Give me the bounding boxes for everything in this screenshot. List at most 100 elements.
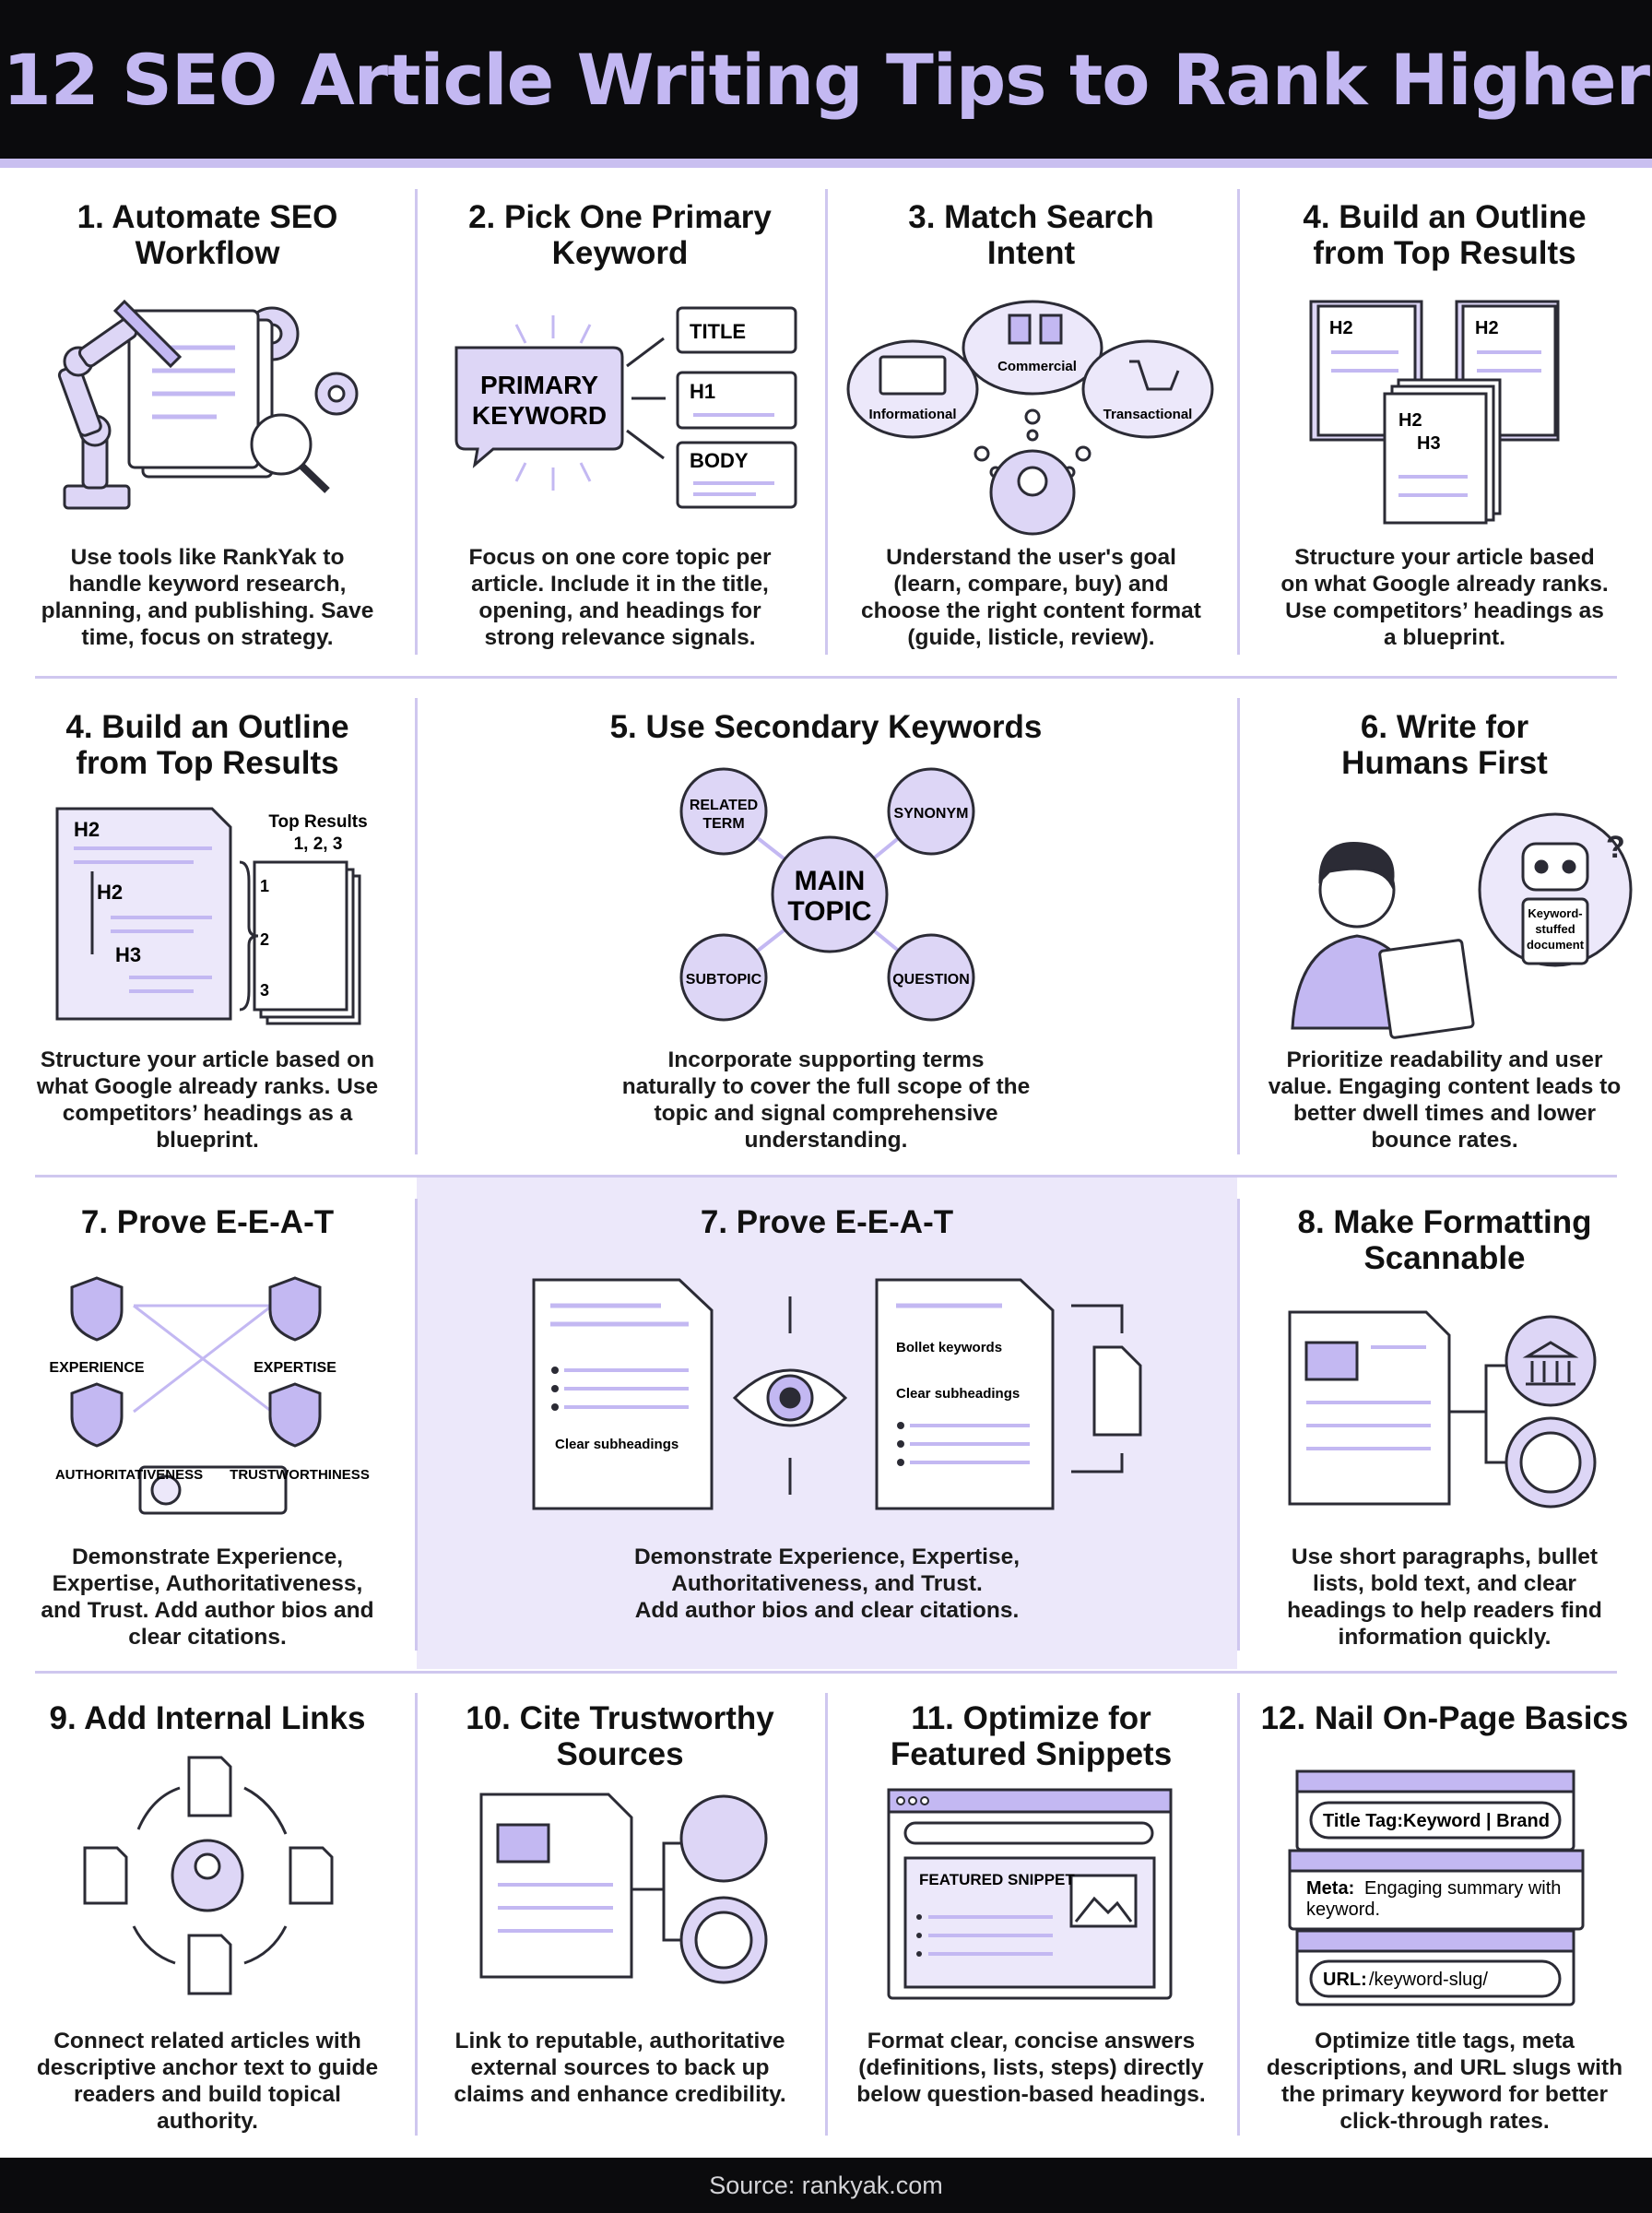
tip-card-11: 11. Optimize for Featured Snippets FEATU… [825, 1673, 1237, 2158]
top-results-numbers: 1, 2, 3 [294, 834, 343, 854]
row-divider [35, 1671, 1617, 1674]
search-intent-thought-bubbles: Informational Commercial Transactional [846, 300, 1214, 536]
tip-card-4b: 4. Build an Outline from Top Results H2 … [0, 678, 415, 1175]
primary-label: PRIMARY [480, 371, 598, 399]
tip-card-12: 12. Nail On-Page Basics Title Tag: Keywo… [1237, 1673, 1652, 2158]
robot-doc-label: Keyword- [1528, 906, 1582, 920]
rank-number: 2 [260, 930, 269, 949]
tip-title: 5. Use Secondary Keywords [609, 709, 1043, 745]
expertise-label: EXPERTISE [254, 1360, 336, 1376]
keyword-label: KEYWORD [472, 401, 607, 430]
commercial-label: Commercial [997, 359, 1077, 374]
tip-title: 4. Build an Outline from Top Results [65, 709, 349, 781]
h3-label: H3 [1417, 433, 1441, 454]
tip-title: 12. Nail On-Page Basics [1260, 1700, 1629, 1736]
formatting-document-sources-icon [1288, 1310, 1597, 1509]
bullet-keywords-label: Bollet keywords [896, 1340, 1002, 1355]
url-key: URL: [1323, 1970, 1367, 1990]
tip-card-8: 8. Make Formatting Scannable Use short p… [1237, 1177, 1652, 1671]
authoritativeness-label: AUTHORITATIVENESS [55, 1467, 203, 1483]
tip-card-5: 5. Use Secondary Keywords MAIN TOPIC REL… [415, 678, 1237, 1175]
rank-number: 3 [260, 981, 269, 1000]
robot-doc-label: document [1527, 938, 1585, 952]
eeat-shields-diagram: EXPERIENCE EXPERTISE AUTHORITATIVENESS T… [49, 1276, 370, 1515]
h1-box-label: H1 [690, 380, 715, 403]
h3-label: H3 [115, 943, 141, 966]
tip-card-2: 2. Pick One Primary Keyword PRIMARY KEYW… [415, 168, 825, 676]
tip-card-6: 6. Write for Humans First ? Keyword- stu… [1237, 678, 1652, 1175]
outline-top-results-icon: H2 H2 H3 Top Results 1, 2, 3 1 2 3 [55, 807, 368, 1025]
tip-description: Structure your article based on what Goo… [36, 1047, 379, 1153]
column-divider [415, 189, 418, 655]
header-underline [0, 159, 1652, 168]
header-bar: 12 SEO Article Writing Tips to Rank High… [0, 0, 1652, 159]
body-box-label: BODY [690, 449, 749, 472]
h2-label: H2 [1398, 410, 1422, 431]
robot-arm-document-gears-icon [57, 299, 359, 510]
tip-card-9: 9. Add Internal Links Connect related ar… [0, 1673, 415, 2158]
title-tag-key: Title Tag: [1323, 1811, 1403, 1831]
experience-label: EXPERIENCE [49, 1360, 144, 1376]
top-results-label: Top Results [268, 812, 367, 832]
row-divider [35, 676, 1617, 679]
tip-title: 6. Write for Humans First [1341, 709, 1548, 781]
meta-value: keyword. [1306, 1899, 1380, 1920]
on-page-basics-windows-icon: Title Tag: Keyword | Brand Meta: Engagin… [1288, 1769, 1585, 2006]
tip-title: 7. Prove E-E-A-T [80, 1204, 335, 1240]
rank-number: 1 [260, 877, 269, 895]
h2-label: H2 [1475, 318, 1499, 338]
column-divider [825, 189, 828, 655]
tip-title: 7. Prove E-E-A-T [700, 1204, 954, 1240]
title-box-label: TITLE [690, 320, 746, 343]
tip-description: Connect related articles with descriptiv… [36, 2029, 379, 2134]
tip-card-1: 1. Automate SEO Workflow Use tools like … [0, 168, 415, 676]
related-term-label: TERM [702, 816, 744, 832]
featured-snippet-browser-icon: FEATURED SNIPPET [887, 1788, 1173, 2000]
tip-card-7b: 7. Prove E-E-A-T Clear subheadings B [417, 1177, 1237, 1671]
tip-title: 2. Pick One Primary Keyword [468, 199, 772, 271]
column-divider [1237, 1199, 1240, 1651]
clear-subheadings-label: Clear subheadings [896, 1386, 1020, 1402]
tip-card-4: 4. Build an Outline from Top Results H2 … [1237, 168, 1652, 676]
tip-title: 8. Make Formatting Scannable [1297, 1204, 1592, 1276]
tip-title: 10. Cite Trustworthy Sources [466, 1700, 774, 1772]
page-title: 12 SEO Article Writing Tips to Rank High… [2, 38, 1650, 121]
tip-card-3: 3. Match Search Intent Informational Com… [825, 168, 1237, 676]
source-credit: Source: rankyak.com [709, 2171, 943, 2199]
tip-card-10: 10. Cite Trustworthy Sources Link to rep… [415, 1673, 825, 2158]
footer-bar: Source: rankyak.com [0, 2158, 1652, 2213]
tip-description: Structure your article based on what Goo… [1280, 545, 1609, 650]
tip-title: 1. Automate SEO Workflow [77, 199, 338, 271]
outline-documents-icon: H2 H2 H2 H3 [1309, 300, 1560, 525]
tip-description: Prioritize readability and user value. E… [1268, 1047, 1622, 1153]
tip-card-7: 7. Prove E-E-A-T EXPERIENCE EXPERTISE AU… [0, 1177, 415, 1671]
tip-title: 4. Build an Outline from Top Results [1303, 199, 1587, 271]
column-divider [415, 1199, 418, 1651]
trustworthiness-label: TRUSTWORTHINESS [230, 1467, 370, 1483]
tip-description: Optimize title tags, meta descriptions, … [1266, 2029, 1623, 2134]
row-divider [35, 1175, 1617, 1178]
tip-description: Incorporate supporting terms naturally t… [621, 1047, 1031, 1153]
cite-sources-icon [479, 1793, 768, 1984]
informational-label: Informational [868, 407, 956, 422]
tip-description: Format clear, concise answers (definitio… [856, 2029, 1206, 2107]
robot-doc-label: stuffed [1535, 922, 1575, 936]
tip-title: 11. Optimize for Featured Snippets [890, 1700, 1173, 1772]
eeat-documents-diagram: Clear subheadings Bollet keywords Clear … [532, 1278, 1142, 1510]
tip-description: Understand the user's goal (learn, compa… [861, 545, 1201, 650]
column-divider [415, 1693, 418, 2136]
h2-label: H2 [1329, 318, 1353, 338]
meta-value: Engaging summary with [1364, 1878, 1561, 1899]
subtopic-label: SUBTOPIC [686, 972, 762, 988]
tip-description: Demonstrate Experience, Expertise, Autho… [633, 1544, 1021, 1623]
synonym-label: SYNONYM [894, 806, 969, 822]
question-mark: ? [1606, 830, 1625, 865]
column-divider [1237, 1693, 1240, 2136]
tip-description: Link to reputable, authoritative externa… [454, 2029, 786, 2107]
tip-description: Use tools like RankYak to handle keyword… [41, 545, 374, 650]
main-topic-label: TOPIC [787, 896, 871, 927]
title-tag-value: Keyword | Brand [1403, 1811, 1550, 1831]
transactional-label: Transactional [1103, 407, 1193, 422]
column-divider [415, 698, 418, 1154]
main-topic-label: MAIN [795, 866, 866, 896]
